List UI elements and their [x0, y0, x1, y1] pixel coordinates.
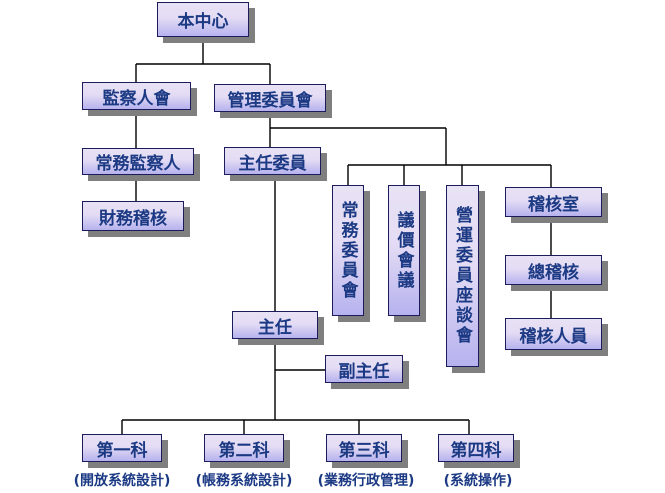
section-4-caption: (系統操作)	[443, 473, 513, 489]
supervisors-label: 監察人會	[102, 88, 171, 109]
section-4-box: 第四科	[438, 434, 514, 462]
director-box: 主任	[232, 311, 318, 339]
deputy-director-label: 副主任	[338, 361, 390, 382]
section-3-box: 第三科	[326, 434, 402, 462]
audit-office-label: 稽核室	[528, 194, 579, 215]
section-2-box: 第二科	[204, 434, 284, 462]
section-3-label: 第三科	[338, 440, 390, 461]
section-2-label: 第二科	[218, 440, 270, 461]
line-committee-bus	[270, 127, 552, 187]
operations-committee-label: 營運委員座談會	[452, 206, 472, 346]
section-1-label: 第一科	[96, 440, 148, 461]
supervisors-box: 監察人會	[82, 82, 191, 110]
management-committee-box: 管理委員會	[214, 84, 326, 112]
chief-committee-box: 主任委員	[224, 147, 321, 175]
financial-audit-box: 財務稽核	[82, 201, 184, 231]
financial-audit-label: 財務稽核	[99, 208, 167, 229]
standing-committee-label: 常務委員會	[337, 200, 358, 301]
deputy-director-box: 副主任	[325, 355, 403, 383]
pricing-committee-box: 議價會議	[388, 185, 420, 316]
center-label: 本中心	[177, 12, 229, 32]
audit-office-box: 稽核室	[505, 187, 602, 217]
operations-committee-box: 營運委員座談會	[446, 185, 479, 367]
management-committee-label: 管理委員會	[227, 90, 313, 111]
section-2-caption: (帳務系統設計)	[195, 473, 293, 489]
center-box: 本中心	[157, 2, 249, 37]
section-4-label: 第四科	[450, 440, 502, 461]
chief-committee-label: 主任委員	[238, 153, 307, 174]
standing-supervisor-box: 常務監察人	[82, 148, 194, 175]
director-label: 主任	[258, 317, 292, 338]
auditors-box: 稽核人員	[505, 318, 602, 350]
standing-supervisor-label: 常務監察人	[95, 154, 181, 174]
section-1-caption: (開放系統設計)	[73, 473, 171, 489]
line-director-to-sections	[121, 339, 470, 434]
auditors-label: 稽核人員	[519, 326, 588, 347]
chief-auditor-box: 總稽核	[505, 255, 602, 285]
section-3-caption: (業務行政管理)	[317, 473, 415, 489]
pricing-committee-label: 議價會議	[393, 210, 414, 291]
section-1-box: 第一科	[82, 434, 162, 462]
chief-auditor-label: 總稽核	[528, 262, 579, 283]
standing-committee-box: 常務委員會	[332, 185, 364, 316]
line-center-to-top-level	[135, 37, 271, 84]
